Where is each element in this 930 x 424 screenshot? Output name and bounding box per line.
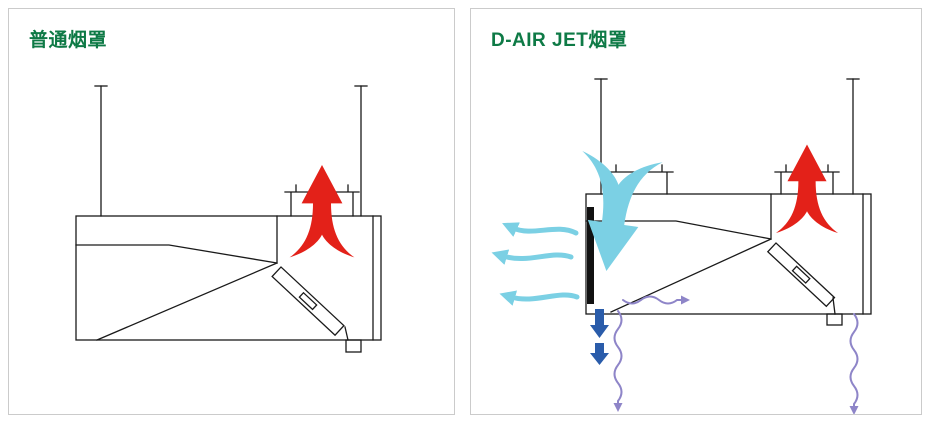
capture-stream-arrow-top-icon: [502, 222, 579, 237]
grease-filter-handle: [298, 291, 318, 311]
grease-filter-frame: [271, 266, 345, 337]
induced-airflow-arrow-right-icon: [849, 313, 859, 414]
hood-body: [75, 215, 382, 341]
panel-title-dairjet: D-AIR JET烟罩: [491, 30, 628, 51]
hood-interior-baffles: [585, 193, 772, 313]
hanger-rods: [94, 85, 368, 217]
hood-body: [585, 193, 872, 315]
drain-cup-pipe: [344, 326, 349, 341]
interior-diagonal-line: [610, 238, 772, 313]
grease-filter: [271, 266, 345, 337]
drain-cup-box: [826, 313, 843, 326]
panel-dairjet-hood: D-AIR JET烟罩: [470, 8, 922, 415]
capture-stream-arrow-bottom-icon: [499, 290, 580, 306]
hood-shell: [585, 193, 872, 315]
drain-cup-pipe: [832, 297, 836, 315]
panel-title-ordinary: 普通烟罩: [29, 30, 108, 51]
grease-filter-handle: [791, 265, 811, 284]
drain-cup-box: [345, 339, 362, 353]
dairjet-hood-diagram: [491, 78, 872, 414]
exhaust-air-arrow-icon: [775, 144, 839, 234]
jet-supply-arrow-icon: [566, 150, 663, 277]
drain-cup: [826, 297, 843, 326]
hood-shell: [75, 215, 382, 341]
downward-supply-arrow-2-icon: [590, 343, 609, 365]
panel-ordinary-hood: 普通烟罩: [8, 8, 455, 415]
exhaust-air-arrow-icon: [289, 165, 355, 258]
interior-diagonal-line: [96, 262, 278, 341]
air-jet-nozzle-slot: [587, 207, 594, 304]
interior-plenum-line: [75, 215, 278, 264]
ordinary-hood-diagram: [75, 85, 382, 353]
grease-filter-frame: [766, 242, 836, 308]
hood-interior-baffles: [75, 215, 278, 341]
induced-airflow-arrow-horizontal-icon: [622, 295, 690, 305]
downward-supply-arrow-1-icon: [590, 309, 609, 338]
drain-cup: [344, 326, 362, 353]
induced-airflow-arrow-left-icon: [613, 310, 623, 412]
grease-filter: [766, 242, 836, 308]
interior-plenum-line: [585, 193, 772, 240]
capture-stream-arrow-middle-icon: [491, 249, 574, 265]
